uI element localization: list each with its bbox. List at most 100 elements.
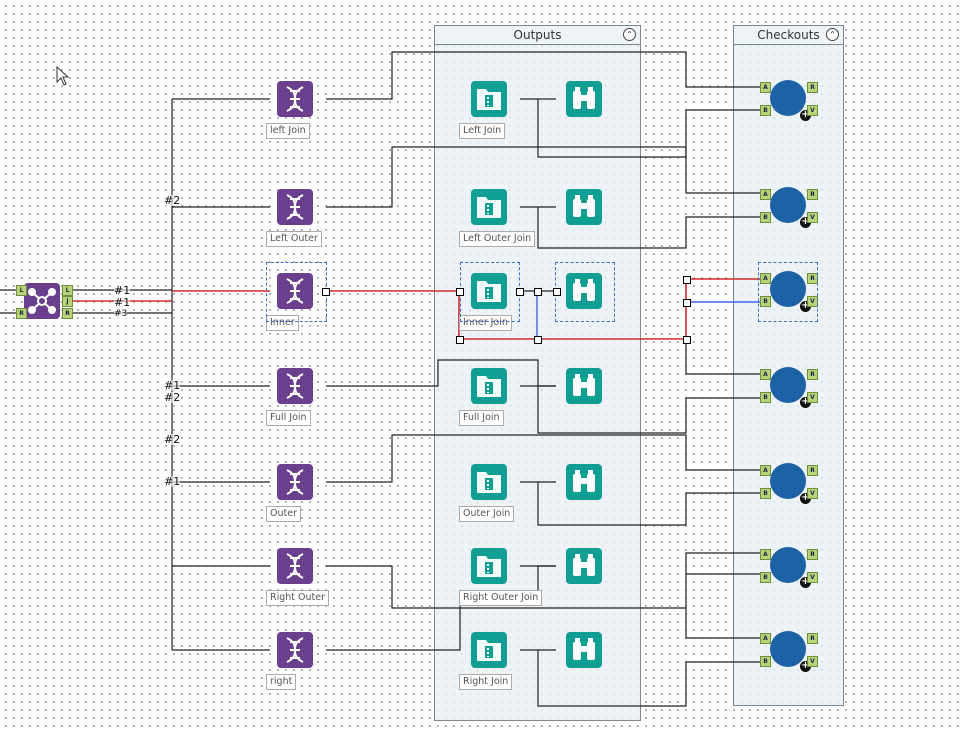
multi-input-anchor-icon[interactable] (266, 381, 276, 390)
check-tool[interactable]: + (770, 80, 811, 121)
left-output-anchor[interactable]: L (62, 285, 73, 296)
output-tool[interactable] (471, 189, 507, 225)
output-anchor-icon[interactable] (317, 645, 325, 654)
b-input-anchor[interactable]: B (760, 392, 771, 403)
output-anchor-icon[interactable] (317, 94, 325, 103)
input-anchor-icon[interactable] (556, 381, 564, 390)
input-anchor-icon[interactable] (556, 645, 564, 654)
output-tool[interactable] (471, 548, 507, 584)
r-output-anchor[interactable]: R (807, 633, 818, 644)
r-output-anchor[interactable]: R (807, 369, 818, 380)
wire-handle[interactable] (683, 299, 691, 307)
b-input-anchor[interactable]: B (760, 105, 771, 116)
join-tool[interactable] (277, 189, 313, 225)
output-anchor-icon[interactable] (510, 477, 518, 486)
check-tool[interactable]: + (770, 463, 811, 504)
output-anchor-icon[interactable] (317, 381, 325, 390)
input-anchor-icon[interactable] (556, 202, 564, 211)
wire-handle[interactable] (683, 276, 691, 284)
join-output-anchor[interactable]: J (62, 296, 73, 307)
a-input-anchor[interactable]: A (760, 369, 771, 380)
wire-handle[interactable] (456, 288, 464, 296)
check-tool[interactable]: + (770, 631, 811, 672)
b-input-anchor[interactable]: B (760, 656, 771, 667)
output-anchor-icon[interactable] (317, 561, 325, 570)
a-input-anchor[interactable]: A (760, 189, 771, 200)
output-tool[interactable] (471, 464, 507, 500)
checkouts-container-title[interactable]: Checkouts⌃ (734, 26, 843, 45)
multi-input-anchor-icon[interactable] (266, 561, 276, 570)
output-anchor-icon[interactable] (510, 94, 518, 103)
check-tool[interactable]: + (770, 547, 811, 588)
wire-handle[interactable] (683, 336, 691, 344)
multi-input-anchor-icon[interactable] (266, 202, 276, 211)
v-output-anchor[interactable]: V (807, 656, 818, 667)
browse-tool[interactable] (566, 632, 602, 668)
browse-tool[interactable] (566, 368, 602, 404)
browse-tool[interactable] (566, 189, 602, 225)
a-input-anchor[interactable]: A (760, 633, 771, 644)
output-tool[interactable] (471, 368, 507, 404)
join-tool[interactable] (277, 632, 313, 668)
multi-input-anchor-icon[interactable] (266, 94, 276, 103)
collapse-icon[interactable]: ⌃ (826, 28, 839, 41)
join-tool[interactable] (277, 464, 313, 500)
join-tool[interactable] (277, 368, 313, 404)
join-tool[interactable] (277, 273, 313, 309)
b-input-anchor[interactable]: B (760, 572, 771, 583)
v-output-anchor[interactable]: V (807, 212, 818, 223)
input-anchor-icon[interactable] (556, 561, 564, 570)
browse-tool[interactable] (566, 464, 602, 500)
output-tool[interactable] (471, 81, 507, 117)
browse-tool[interactable] (566, 548, 602, 584)
wire-handle[interactable] (456, 336, 464, 344)
browse-tool[interactable] (566, 81, 602, 117)
plus-icon: + (800, 492, 811, 504)
b-input-anchor[interactable]: B (760, 488, 771, 499)
output-anchor-icon[interactable] (510, 561, 518, 570)
a-input-anchor[interactable]: A (760, 82, 771, 93)
checkouts-container[interactable]: Checkouts⌃ (733, 25, 844, 706)
wire-handle[interactable] (534, 288, 542, 296)
output-folder-icon (477, 472, 501, 493)
multi-input-anchor-icon[interactable] (266, 477, 276, 486)
check-tool[interactable]: + (770, 187, 811, 228)
left-input-anchor[interactable]: L (16, 285, 27, 296)
binoculars-icon (573, 195, 595, 217)
multi-input-anchor-icon[interactable] (266, 645, 276, 654)
join-tool-label: Inner (266, 315, 299, 331)
a-input-anchor[interactable]: A (760, 549, 771, 560)
output-tool[interactable] (471, 632, 507, 668)
wire-handle[interactable] (516, 288, 524, 296)
r-output-anchor[interactable]: R (807, 189, 818, 200)
output-anchor-icon[interactable] (510, 645, 518, 654)
output-anchor-icon[interactable] (317, 202, 325, 211)
right-input-anchor[interactable]: R (16, 308, 27, 319)
r-output-anchor[interactable]: R (807, 82, 818, 93)
r-output-anchor[interactable]: R (807, 465, 818, 476)
wire-handle[interactable] (553, 288, 561, 296)
v-output-anchor[interactable]: V (807, 572, 818, 583)
b-input-anchor[interactable]: B (760, 212, 771, 223)
input-anchor-icon[interactable] (556, 477, 564, 486)
output-anchor-icon[interactable] (510, 202, 518, 211)
input-anchor-icon[interactable] (556, 94, 564, 103)
binoculars-icon (573, 638, 595, 660)
wire-handle[interactable] (534, 336, 542, 344)
join-tool[interactable] (277, 81, 313, 117)
a-input-anchor[interactable]: A (760, 465, 771, 476)
collapse-icon[interactable]: ⌃ (623, 28, 636, 41)
right-output-anchor[interactable]: R (62, 308, 73, 319)
wire-handle[interactable] (322, 288, 330, 296)
v-output-anchor[interactable]: V (807, 105, 818, 116)
v-output-anchor[interactable]: V (807, 488, 818, 499)
output-anchor-icon[interactable] (317, 477, 325, 486)
outputs-container-title[interactable]: Outputs⌃ (435, 26, 640, 45)
check-tool[interactable]: + (770, 367, 811, 408)
check-tool[interactable]: + (770, 271, 811, 312)
v-output-anchor[interactable]: V (807, 392, 818, 403)
join-tool[interactable] (277, 548, 313, 584)
multi-join-tool[interactable] (24, 283, 60, 319)
r-output-anchor[interactable]: R (807, 549, 818, 560)
output-anchor-icon[interactable] (510, 381, 518, 390)
